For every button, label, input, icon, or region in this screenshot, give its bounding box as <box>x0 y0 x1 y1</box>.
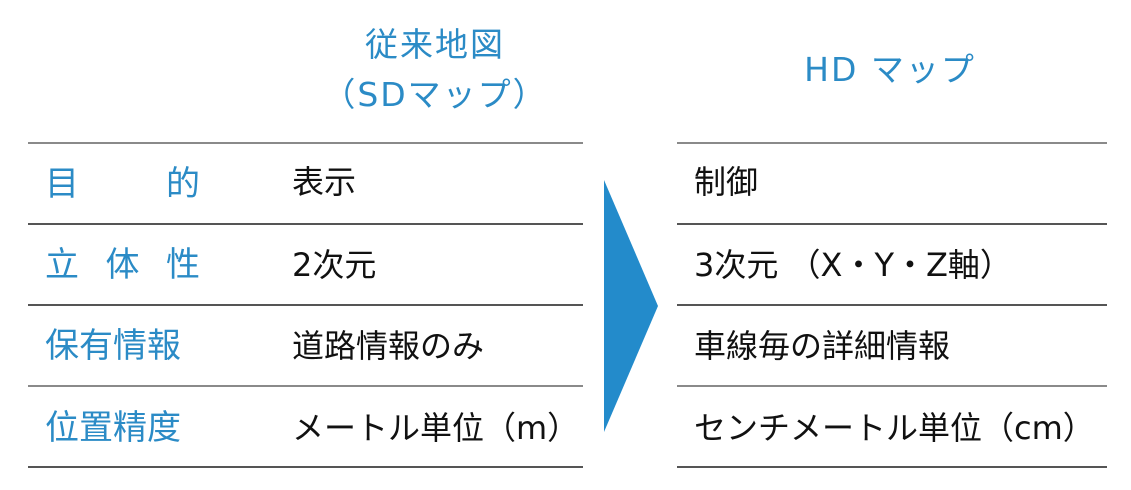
divider <box>677 223 1107 225</box>
sd-value-accuracy: メートル単位（m） <box>292 409 580 447</box>
row-label-purpose: 目 的 <box>45 164 200 204</box>
divider <box>28 142 583 144</box>
row-label-dimensionality: 立 体 性 <box>45 245 200 285</box>
row-label-accuracy: 位置精度 <box>45 408 181 448</box>
divider <box>677 142 1107 144</box>
divider <box>28 223 583 225</box>
hd-map-header: HD マップ <box>804 50 976 89</box>
divider <box>28 385 583 387</box>
sd-map-header: 従来地図 （SDマップ） <box>300 20 570 120</box>
row-label-information: 保有情報 <box>45 326 181 366</box>
hd-value-accuracy: センチメートル単位（cm） <box>694 409 1095 447</box>
right-triangle-arrow-icon <box>604 180 658 432</box>
divider <box>677 304 1107 306</box>
divider <box>28 304 583 306</box>
hd-value-information: 車線毎の詳細情報 <box>694 327 951 365</box>
divider <box>677 466 1107 468</box>
sd-map-header-title: 従来地図 <box>365 25 505 64</box>
divider <box>28 466 583 468</box>
sd-map-header-subtitle: （SDマップ） <box>322 75 548 114</box>
hd-value-dimensionality: 3次元 （X・Y・Z軸） <box>694 246 1012 284</box>
sd-value-dimensionality: 2次元 <box>292 246 377 284</box>
divider <box>677 385 1107 387</box>
hd-value-purpose: 制御 <box>694 163 759 201</box>
sd-value-information: 道路情報のみ <box>292 327 485 365</box>
sd-value-purpose: 表示 <box>292 163 357 201</box>
